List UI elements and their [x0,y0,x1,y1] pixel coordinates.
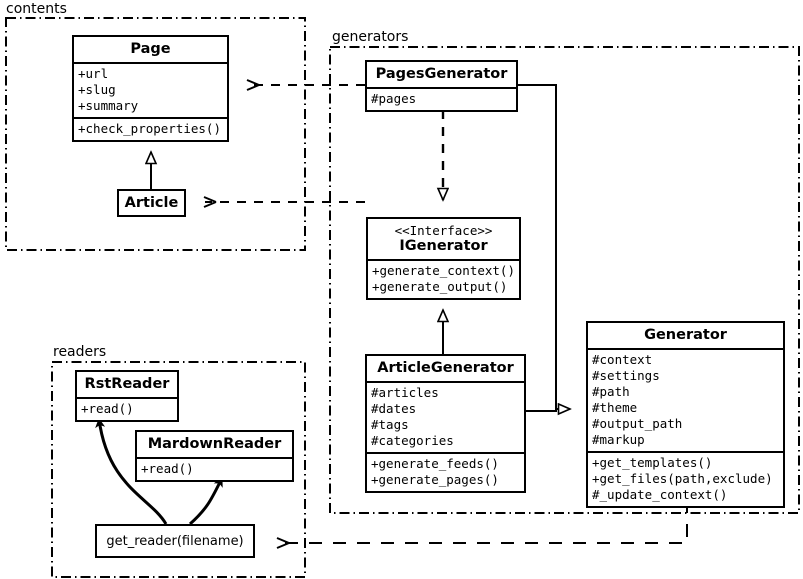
package-label-contents: contents [4,2,70,16]
class-operations-page: +check_properties() [74,117,227,140]
attribute: #articles [371,385,439,400]
attribute: +slug [78,82,116,97]
class-stereotype-igenerator: <<Interface>> [394,223,493,238]
class-attributes-articlegenerator: #articles #dates #tags #categories [367,381,524,452]
operation: +generate_feeds() [371,456,499,471]
attribute: #context [592,352,653,367]
class-box-article[interactable]: Article [117,189,186,217]
class-name-articlegenerator: ArticleGenerator [377,360,514,376]
class-box-igenerator[interactable]: <<Interface>> IGenerator +generate_conte… [366,217,521,300]
operation: +get_templates() [592,455,713,470]
class-operations-mardownreader: +read() [137,457,292,480]
class-operations-igenerator: +generate_context() +generate_output() [368,259,519,298]
class-name-mardownreader: MardownReader [147,436,282,452]
attribute: #pages [371,91,417,106]
operation: +read() [141,461,194,476]
edge-articlegenerator-inherits-generator [526,409,570,411]
class-operations-rstreader: +read() [77,397,177,420]
class-box-generator[interactable]: Generator #context #settings #path #them… [586,321,785,508]
class-attributes-generator: #context #settings #path #theme #output_… [588,348,783,451]
operation: +check_properties() [78,121,221,136]
package-frame-contents [5,17,306,251]
function-box-get-reader[interactable]: get_reader(filename) [95,524,255,558]
attribute: #settings [592,368,660,383]
package-frame-generators [329,46,800,514]
class-name-igenerator: <<Interface>> IGenerator [368,219,519,259]
function-name-get-reader: get_reader(filename) [106,533,244,549]
operation: +generate_output() [372,279,508,294]
edge-pagesgenerator-inherits-generator [518,84,557,409]
attribute: #path [592,384,630,399]
class-name-generator: Generator [644,327,727,343]
class-name-rstreader: RstReader [84,376,170,392]
edge-generator-uses-getreader [276,500,688,549]
edge-getreader-returns-mardownreader [189,477,224,526]
class-name-pagesgenerator: PagesGenerator [375,66,508,82]
attribute: #categories [371,433,454,448]
class-attributes-pagesgenerator: #pages [367,87,516,110]
class-box-mardownreader[interactable]: MardownReader +read() [135,430,294,482]
package-frame-readers [51,361,306,578]
attribute: #tags [371,417,409,432]
class-name-article: Article [124,195,179,211]
class-operations-articlegenerator: +generate_feeds() +generate_pages() [367,452,524,491]
class-attributes-page: +url +slug +summary [74,62,227,117]
attribute: +url [78,66,109,81]
attribute: #markup [592,432,645,447]
package-label-readers: readers [51,345,110,359]
operation: +generate_pages() [371,472,499,487]
class-box-page[interactable]: Page +url +slug +summary +check_properti… [72,35,229,142]
class-name-page: Page [130,41,171,57]
package-label-generators: generators [330,30,412,44]
class-box-pagesgenerator[interactable]: PagesGenerator #pages [365,60,518,112]
edge-getreader-returns-rstreader [95,418,168,525]
class-operations-generator: +get_templates() +get_files(path,exclude… [588,451,783,506]
operation: #_update_context() [592,487,728,502]
operation: +get_files(path,exclude) [592,471,773,486]
attribute: #output_path [592,416,683,431]
class-box-rstreader[interactable]: RstReader +read() [75,370,179,422]
operation: +generate_context() [372,263,515,278]
class-name-text-igenerator: IGenerator [399,238,488,254]
attribute: +summary [78,98,139,113]
operation: +read() [81,401,134,416]
attribute: #dates [371,401,417,416]
attribute: #theme [592,400,638,415]
class-box-articlegenerator[interactable]: ArticleGenerator #articles #dates #tags … [365,354,526,493]
